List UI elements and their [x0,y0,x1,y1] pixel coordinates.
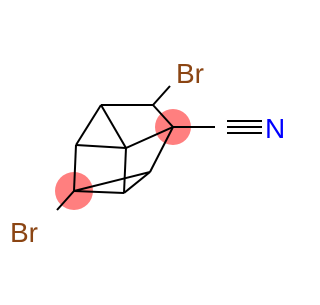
bond-cage-top-left [75,104,102,146]
atom-label-nitrogen: N [265,113,285,144]
bond-cage-bottom-front [73,190,125,194]
bond-c-br-top [152,85,171,106]
molecule-canvas: Br Br N [0,0,300,300]
substituent-bonds [56,85,262,211]
bond-cage-mid-left [75,144,127,149]
bond-cage-top-inner [100,104,127,149]
molecule-structure: Br Br N [0,0,300,300]
bond-cage-mid-right [125,126,174,149]
bond-cage-top-right [152,104,174,128]
atom-label-br-bottom: Br [10,217,38,248]
bond-c-br-bottom [56,190,75,211]
atom-label-br-top: Br [176,58,204,89]
bond-cage-bottom-right [123,171,151,194]
bond-cage-right-vertical [149,126,174,173]
cubane-cage-bonds [73,104,174,194]
bond-cage-bottom-diagonal [73,171,151,192]
bond-cage-inner-vertical [123,147,127,194]
background [0,0,300,300]
bond-cage-left-vertical [73,144,77,192]
